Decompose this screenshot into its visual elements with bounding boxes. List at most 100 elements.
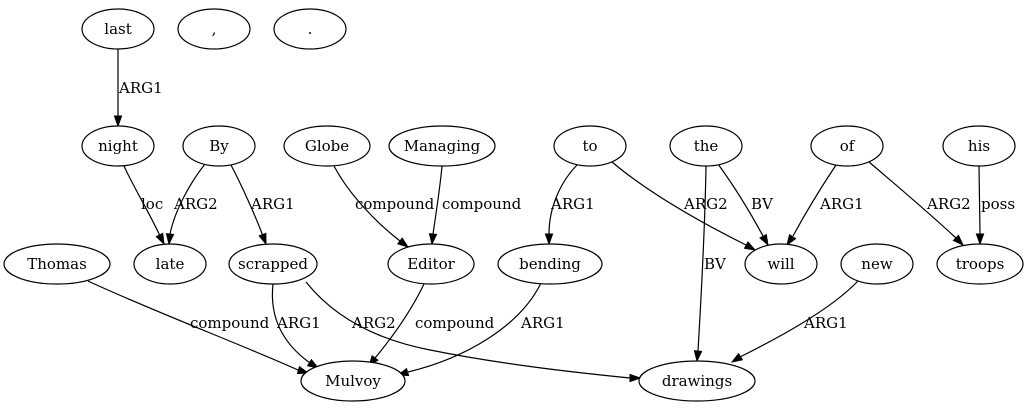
edge-line [717,163,764,237]
node-label: . [308,20,313,38]
edge-the-to-will: BV [717,163,774,247]
edge-line [432,165,443,235]
edge-his-to-troops: poss [975,165,1015,246]
node-period: . [273,8,347,50]
edge-the-to-drawings: BV [693,165,727,363]
node-label: Globe [305,137,349,155]
node-ellipse [387,243,475,285]
node-label: drawings [662,372,732,390]
node-label: his [968,137,990,155]
edge-label: ARG1 [276,314,321,332]
edge-of-to-will: ARG1 [786,164,864,247]
edge-label: ARG2 [351,314,396,332]
arrowhead-icon [730,352,744,363]
node-label: will [767,255,794,273]
node-managing: Managing [388,125,496,167]
node-ellipse [283,125,371,167]
edge-label: ARG1 [819,195,864,213]
node-label: Managing [404,137,481,155]
node-scrapped: scrapped [228,243,318,285]
edge-label: ARG2 [173,195,218,213]
edge-line [548,163,579,235]
edge-label: compound [415,314,495,332]
node-ellipse [553,125,627,167]
node-label: scrapped [238,255,308,273]
edge-of-to-troops: ARG2 [868,161,971,247]
edge-label: poss [981,195,1015,213]
edge-globe-to-editor: compound [333,165,435,248]
node-ellipse [638,360,756,402]
node-label: late [156,255,185,273]
edge-line [739,280,859,358]
edge-line [305,281,631,379]
arrowhead-icon [975,233,985,246]
node-label: Mulvoy [325,372,381,390]
edge-line [407,282,542,373]
arrowhead-icon [693,350,703,363]
node-ellipse [182,125,256,167]
node-editor: Editor [387,243,475,285]
arrowhead-icon [544,233,554,246]
arrowhead-icon [743,241,757,251]
edge-line [868,161,957,239]
node-label: last [104,20,131,38]
arrowhead-icon [113,115,123,128]
edge-scrapped-to-mulvoy: ARG1 [271,283,321,369]
arrowhead-icon [155,232,165,246]
node-label: By [209,137,229,155]
edge-night-to-late: loc [123,165,165,246]
edge-by-to-scrapped: ARG1 [230,164,295,246]
arrowhead-icon [952,234,965,247]
edge-to-to-bending: ARG1 [544,163,595,246]
node-label: new [861,255,893,273]
edge-label: compound [355,195,435,213]
arrowhead-icon [786,233,797,247]
node-will: will [744,243,818,285]
node-label: , [212,20,217,38]
node-mulvoy: Mulvoy [300,360,406,402]
node-ellipse [744,243,818,285]
edge-line [697,165,707,352]
node-bending: bending [497,243,603,285]
node-ellipse [133,243,207,285]
node-label: bending [519,255,581,273]
edge-line [230,164,264,237]
edge-label: ARG1 [520,314,565,332]
node-late: late [133,243,207,285]
edge-scrapped-to-drawings: ARG2 [305,281,642,383]
node-label: to [582,137,597,155]
node-ellipse [228,243,318,285]
node-last: last [81,8,155,50]
arrowhead-icon [165,233,175,246]
edge-label: compound [190,314,270,332]
node-ellipse [388,125,496,167]
edge-line [123,165,161,237]
node-globe: Globe [283,125,371,167]
node-ellipse [177,8,251,50]
edge-last-to-night: ARG1 [113,49,163,128]
edge-label: BV [704,255,727,273]
edge-line [374,283,425,359]
edge-line [792,164,837,237]
node-ellipse [497,243,603,285]
edge-line [169,163,206,235]
node-ellipse [81,125,155,167]
node-troops: troops [936,243,1024,285]
edge-label: ARG1 [118,79,163,97]
node-ellipse [273,8,347,50]
edge-label: compound [442,195,522,213]
node-ellipse [81,8,155,50]
node-label: Editor [407,255,455,273]
edge-line [271,283,311,364]
arrowhead-icon [397,237,410,248]
node-ellipse [3,243,111,285]
edge-label: ARG2 [926,195,971,213]
edge-line [978,165,981,235]
edge-thomas-to-mulvoy: compound [87,280,310,375]
node-his: his [942,125,1016,167]
node-ellipse [840,243,914,285]
node-ellipse [942,125,1016,167]
arrowhead-icon [306,358,320,369]
